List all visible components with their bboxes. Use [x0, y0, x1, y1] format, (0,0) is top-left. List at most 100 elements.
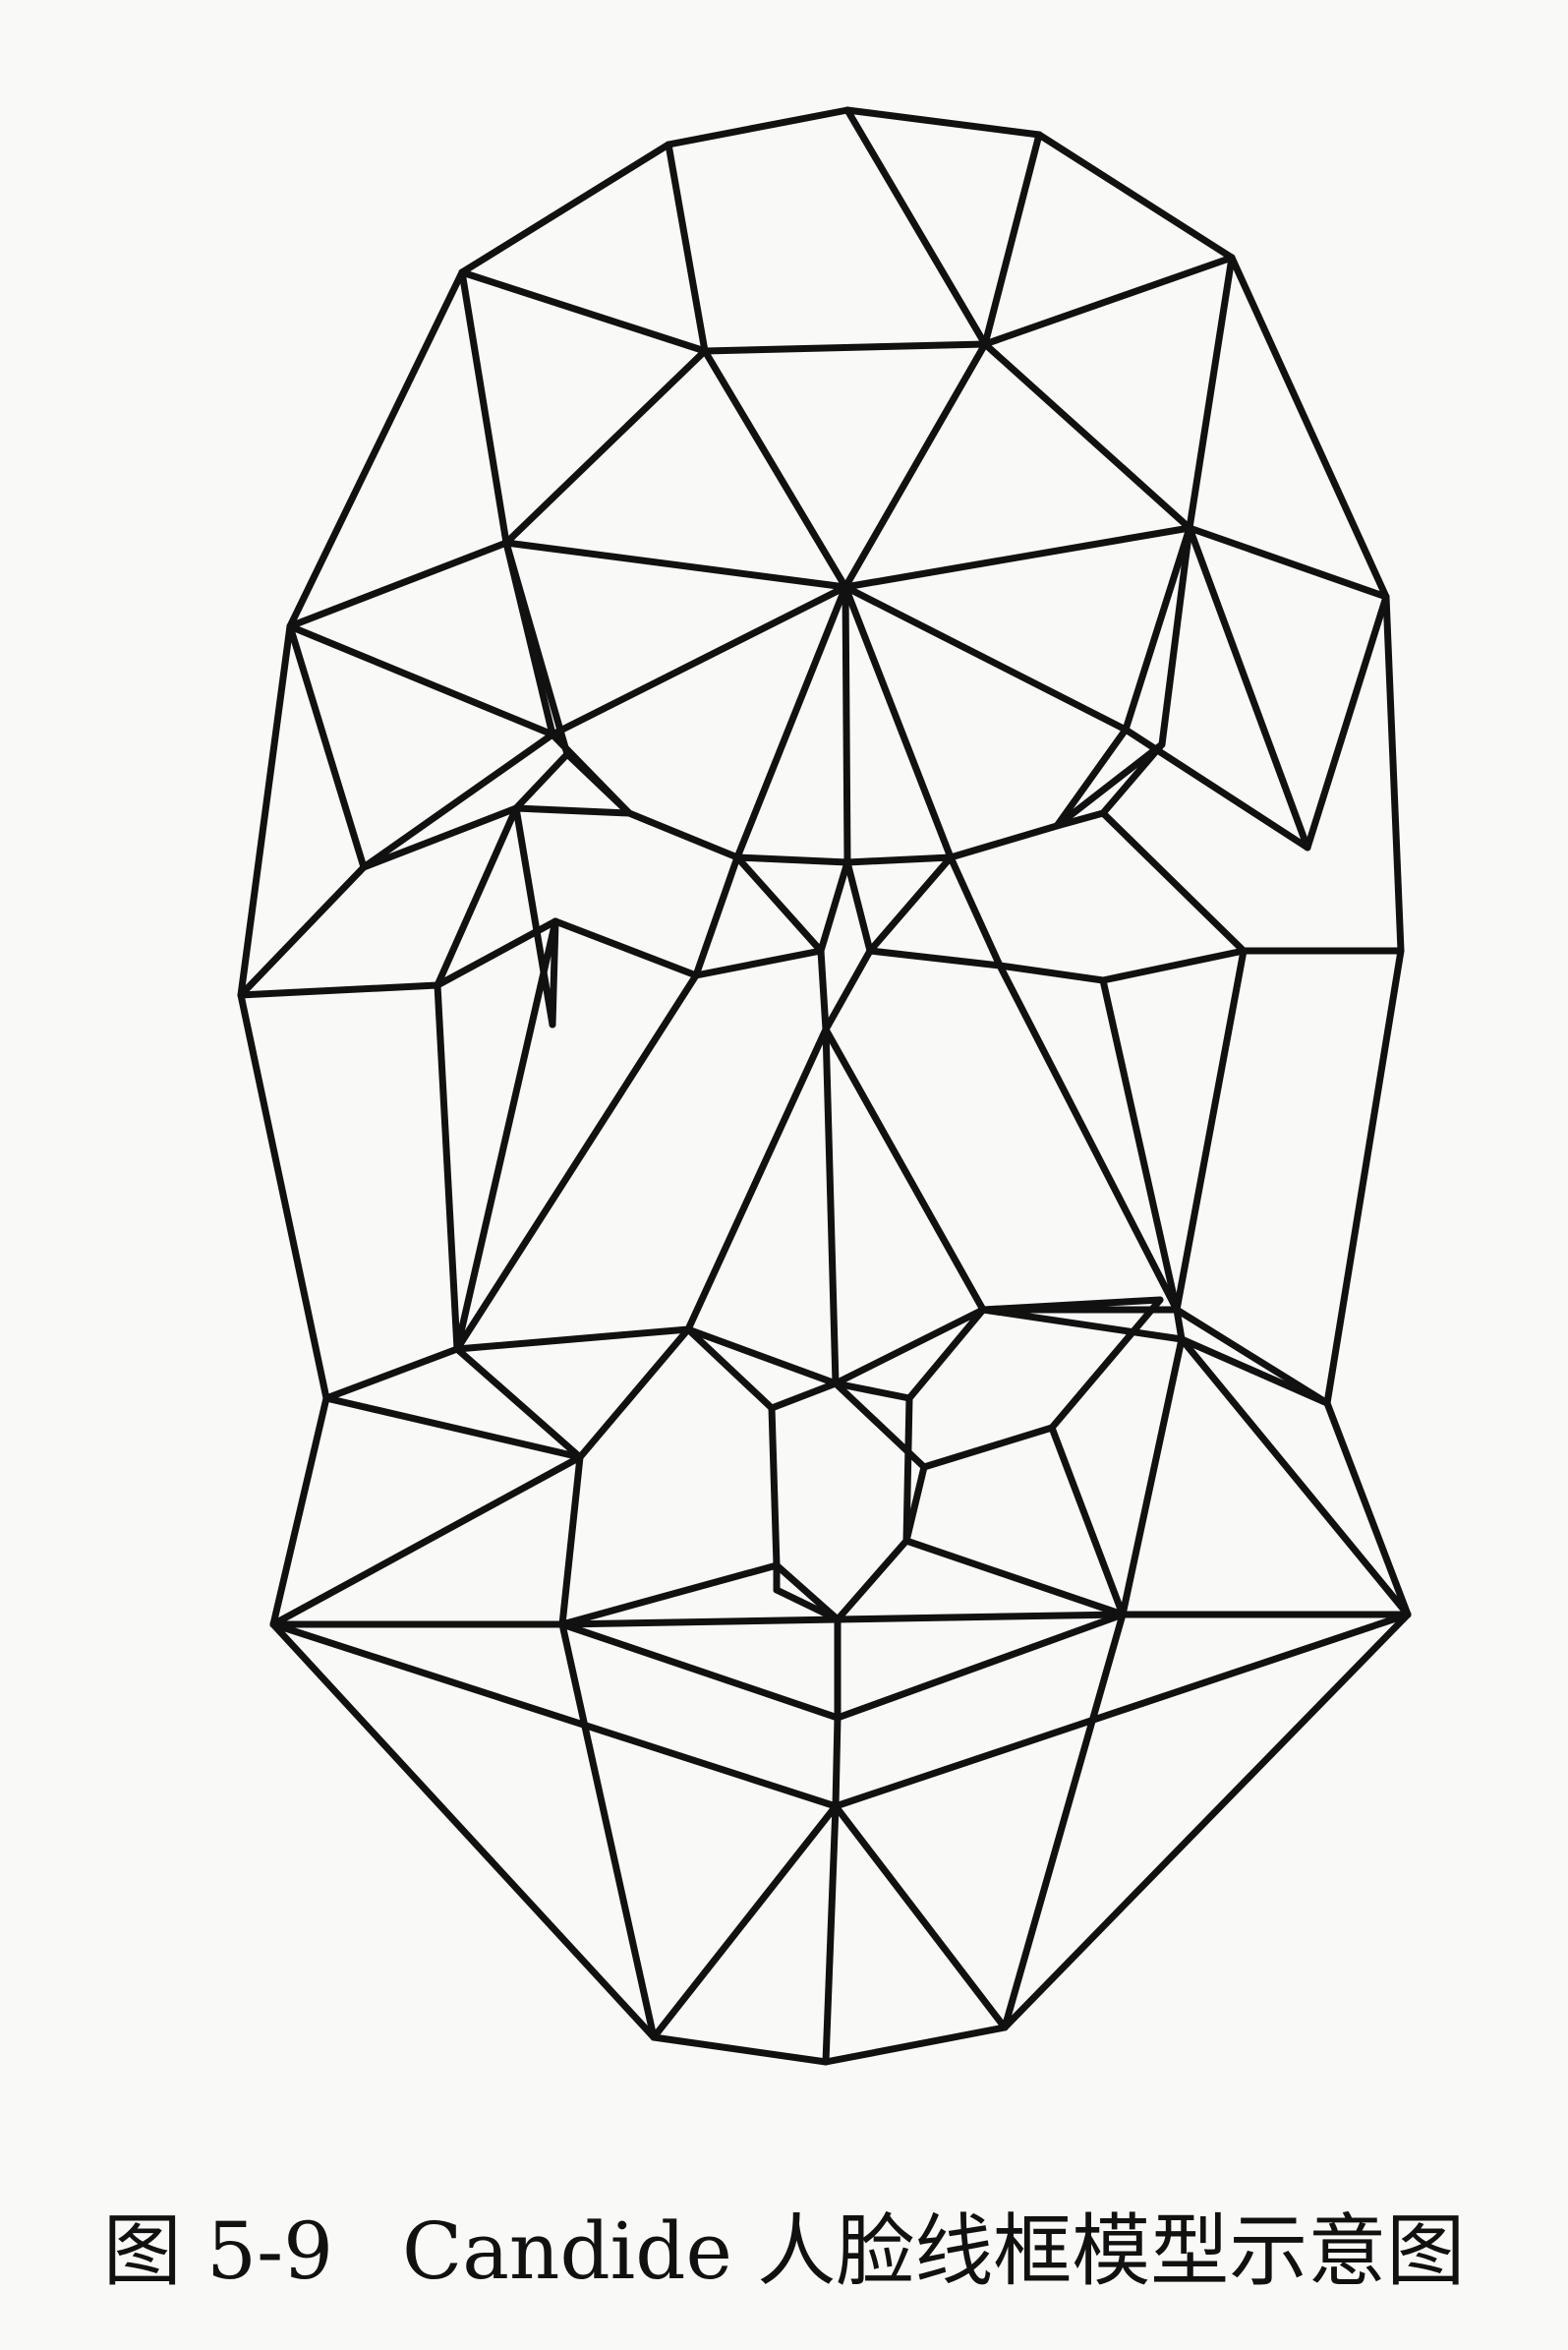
wireframe-edge: [558, 1453, 584, 1628]
wireframe-edge: [832, 1306, 987, 1387]
wireframe-edge: [286, 622, 368, 871]
wireframe-edge: [817, 858, 851, 955]
wireframe-edge: [1178, 1335, 1331, 1407]
wireframe-edge: [360, 804, 520, 871]
wireframe-edge: [733, 853, 851, 866]
wireframe-edge: [733, 583, 849, 861]
wireframe-edge: [981, 254, 1236, 348]
wireframe-edge: [822, 947, 874, 1033]
wireframe-edge: [558, 1620, 842, 1722]
wireframe-edge: [558, 1561, 781, 1628]
wireframe-edge: [832, 1714, 842, 1810]
wireframe-edge: [822, 1026, 987, 1314]
wireframe-edge: [237, 981, 441, 999]
wireframe-edge: [832, 1380, 928, 1471]
wireframe-edge: [1122, 524, 1193, 734]
wireframe-edge: [684, 1325, 776, 1412]
wireframe-edge: [558, 1620, 658, 2041]
wireframe-edge: [502, 347, 709, 547]
wireframe-edge: [834, 1537, 910, 1623]
wireframe-edge: [453, 1325, 692, 1353]
wireframe-edge: [684, 1026, 830, 1333]
wireframe-edge: [502, 539, 571, 758]
wireframe-edge: [1048, 1424, 1127, 1618]
wireframe-edge: [842, 583, 955, 861]
wireframe-edge: [453, 971, 700, 1353]
wireframe-edge: [843, 853, 955, 866]
wireframe-edge: [453, 917, 559, 1353]
wireframe-edge: [512, 804, 633, 817]
wireframe-edge: [981, 340, 1193, 532]
wireframe-edge: [1304, 593, 1390, 852]
wireframe-edge: [832, 1802, 1009, 2031]
wireframe-edge: [458, 141, 672, 276]
wireframe-edge: [773, 1561, 842, 1623]
wireframe-edge: [269, 1394, 330, 1628]
wireframe-edge: [1001, 1611, 1412, 2031]
wireframe-edge: [842, 340, 989, 591]
wireframe-edge: [692, 947, 825, 979]
wireframe-edge: [1186, 524, 1390, 601]
wireframe-edge: [902, 1537, 1127, 1618]
wireframe-edge: [701, 340, 989, 355]
wireframe-edge: [842, 524, 1193, 591]
wireframe-edge: [625, 809, 741, 861]
wireframe-edge: [434, 981, 461, 1353]
wireframe-edge: [558, 1616, 842, 1628]
wireframe-edge: [843, 858, 874, 955]
wireframe-edge: [692, 853, 741, 979]
wireframe-edge: [981, 131, 1043, 348]
wireframe-edge: [1099, 809, 1248, 955]
wireframe-edge: [842, 583, 851, 866]
wireframe-edge: [1178, 1335, 1412, 1618]
wireframe-edge: [665, 141, 709, 355]
wireframe-edge: [269, 1453, 584, 1628]
wireframe-edge: [822, 1026, 840, 1387]
caption-title: Candide 人脸线框模型示意图: [402, 2205, 1466, 2297]
wireframe-edge: [453, 1345, 584, 1461]
wireframe-edge: [1323, 1399, 1412, 1618]
wireframe-edge: [843, 106, 1043, 139]
wireframe-edge: [458, 268, 709, 355]
wireframe-edge: [1186, 524, 1311, 852]
wireframe-edge: [905, 1306, 987, 1402]
wireframe-edge: [322, 1394, 584, 1461]
wireframe-edge: [269, 1620, 840, 1810]
wireframe-edge: [996, 962, 1181, 1314]
wireframe-edge: [1173, 1306, 1331, 1407]
wireframe-edge: [1048, 1296, 1164, 1432]
wireframe-edge: [902, 1463, 928, 1545]
wireframe-edge: [1035, 131, 1236, 262]
wireframe-edge: [1053, 809, 1107, 830]
wireframe-edge: [701, 347, 849, 591]
wireframe-edge: [866, 853, 955, 955]
wireframe-edge: [1099, 976, 1181, 1314]
figure-caption: 图 5-9 Candide 人脸线框模型示意图: [0, 2188, 1568, 2302]
wireframe-edge: [817, 947, 830, 1033]
wireframe-edge: [269, 1620, 658, 2041]
wireframe-edge: [1053, 726, 1130, 830]
wireframe-edge: [768, 1404, 781, 1569]
wireframe-edge: [902, 1394, 913, 1545]
wireframe-edge: [237, 991, 330, 1402]
wireframe-edge: [842, 583, 1130, 734]
wireframe-edge: [834, 1611, 1127, 1722]
wireframe-edge: [947, 822, 1061, 861]
wireframe-edge: [920, 1424, 1056, 1471]
wireframe-edge: [834, 1611, 1127, 1623]
wireframe-edge: [684, 1325, 840, 1387]
wireframe-edge: [947, 853, 1004, 969]
wireframe-edge: [996, 962, 1107, 984]
wireframe-edge: [286, 622, 556, 738]
wireframe-edge: [1173, 947, 1248, 1314]
candide-face-wireframe: [237, 106, 1412, 2066]
wireframe-edge: [979, 1296, 1164, 1314]
wireframe-edge: [832, 1380, 913, 1402]
wireframe-edge: [322, 1345, 461, 1402]
caption-number: 图 5-9: [102, 2205, 334, 2297]
wireframe-edge: [502, 539, 849, 591]
wireframe-edge: [1001, 1611, 1127, 2031]
wireframe-edge: [552, 917, 700, 979]
wireframe-edge: [286, 539, 510, 630]
wireframe-edge: [286, 268, 466, 630]
